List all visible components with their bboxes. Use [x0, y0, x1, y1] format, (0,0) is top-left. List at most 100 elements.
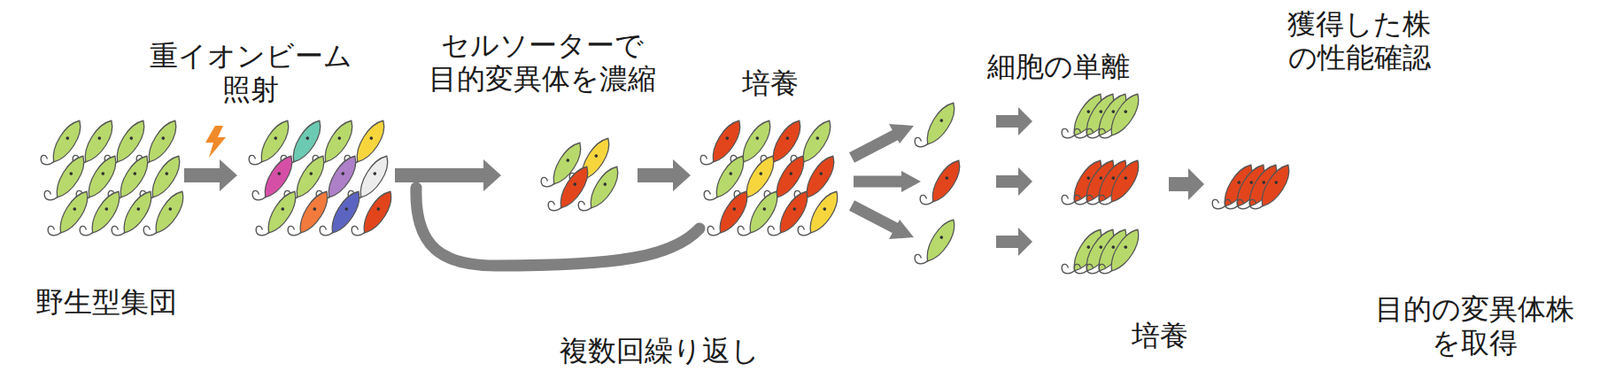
- cell: [1247, 157, 1296, 217]
- cell-body: [554, 162, 595, 212]
- flagellum: [796, 224, 812, 239]
- flagellum: [1210, 198, 1226, 212]
- split-arrowheads: [888, 123, 921, 240]
- flagellum: [918, 193, 934, 208]
- eyespot: [1086, 109, 1091, 115]
- flagellum: [247, 154, 263, 168]
- arrowhead: [901, 170, 921, 193]
- flagellum: [38, 154, 55, 168]
- flagellum: [765, 224, 781, 239]
- cell: [109, 184, 158, 243]
- eyespot: [1098, 245, 1104, 250]
- flagellum: [254, 224, 270, 239]
- eyespot: [65, 136, 70, 141]
- cell: [735, 184, 784, 243]
- eyespot: [72, 207, 78, 212]
- flagellum: [141, 224, 157, 239]
- cell-body: [357, 186, 398, 237]
- cell: [77, 184, 126, 243]
- cell: [46, 184, 94, 243]
- eyespot: [1111, 245, 1116, 250]
- flagellum: [912, 136, 928, 150]
- eyespot: [1111, 176, 1116, 181]
- cell-body: [1105, 89, 1145, 140]
- eyespot: [273, 136, 279, 141]
- repeat-loop-arrow: [416, 187, 700, 266]
- cell-body: [85, 186, 126, 237]
- arrow: [851, 134, 897, 158]
- cell: [912, 212, 961, 271]
- cell-body: [773, 186, 814, 237]
- eyespot: [819, 171, 824, 177]
- eyespot: [312, 207, 317, 212]
- arrow: [996, 227, 1033, 256]
- arrow: [851, 205, 897, 229]
- flagellum: [1097, 262, 1113, 277]
- flagellum: [1059, 127, 1075, 141]
- flagellum: [698, 154, 714, 168]
- eyespot: [1123, 245, 1129, 250]
- step-label: 細胞の単離: [987, 49, 1130, 84]
- eyespot: [97, 136, 102, 141]
- cell: [285, 184, 334, 243]
- cell-body: [1105, 224, 1145, 275]
- flagellum: [576, 200, 592, 214]
- eyespot: [1123, 176, 1129, 181]
- eyespot: [1261, 180, 1267, 186]
- eyespot: [732, 207, 737, 212]
- flagellum: [1059, 193, 1075, 208]
- cell: [254, 184, 302, 243]
- eyespot: [277, 171, 282, 177]
- flagellum: [285, 224, 302, 239]
- cell-body: [293, 186, 334, 237]
- eyespot: [168, 207, 173, 212]
- eyespot: [337, 136, 342, 141]
- eyespot: [164, 171, 170, 177]
- flagellum: [912, 253, 928, 267]
- beam-bolt: [205, 125, 226, 158]
- cell-groups: [38, 86, 1296, 281]
- flagellum: [1072, 193, 1088, 208]
- arrow: [637, 159, 691, 192]
- cell: [1097, 222, 1145, 281]
- eyespot: [372, 171, 378, 177]
- cell-body: [117, 186, 158, 237]
- eyespot: [1098, 176, 1104, 181]
- eyespot: [939, 235, 944, 240]
- arrowhead: [888, 123, 914, 144]
- arrow: [853, 176, 904, 188]
- flagellum: [109, 224, 125, 239]
- cell: [765, 184, 814, 243]
- arrowhead: [888, 219, 914, 240]
- arrow: [996, 107, 1033, 136]
- step-label: 培養: [742, 66, 799, 101]
- flagellum: [250, 189, 266, 203]
- cell-body: [926, 155, 967, 206]
- eyespot: [305, 136, 310, 141]
- eyespot: [1249, 180, 1254, 186]
- cell-body: [54, 186, 94, 237]
- eyespot: [161, 136, 166, 141]
- cell: [1097, 153, 1145, 212]
- step-label: 重イオンビーム 照射: [149, 38, 353, 108]
- cell-body: [920, 98, 961, 148]
- flagellum: [1222, 198, 1238, 212]
- eyespot: [344, 207, 349, 212]
- eyespot: [572, 182, 578, 187]
- eyespot: [1111, 109, 1116, 115]
- flagellum: [546, 200, 562, 214]
- flagellum: [1072, 262, 1088, 277]
- eyespot: [376, 207, 381, 212]
- flagellum: [1247, 198, 1263, 212]
- eyespot: [129, 136, 134, 141]
- eyespot: [565, 158, 571, 163]
- flagellum: [42, 189, 58, 203]
- eyespot: [69, 171, 74, 177]
- flagellum: [317, 224, 333, 239]
- eyespot: [762, 207, 767, 212]
- flagellum: [1097, 193, 1113, 208]
- flagellum: [735, 224, 751, 239]
- step-label: 獲得した株 の性能確認: [1287, 7, 1431, 76]
- eyespot: [788, 171, 794, 177]
